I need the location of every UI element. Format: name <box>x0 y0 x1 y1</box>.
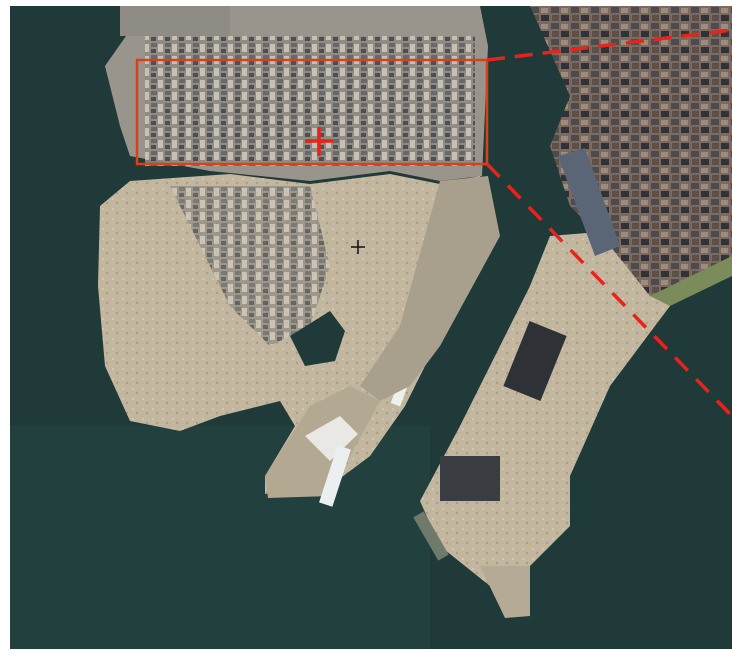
top-left-quay <box>120 6 230 36</box>
east-pier-sheds <box>440 456 500 501</box>
aerial-map[interactable] <box>10 6 732 649</box>
east-coastline <box>650 256 732 306</box>
black-cross-icon[interactable] <box>351 240 365 254</box>
selection-box[interactable] <box>135 58 489 166</box>
terminal-roof <box>305 416 358 461</box>
east-pier-warehouse <box>503 321 567 401</box>
northeast-solar-roof <box>558 148 620 256</box>
inner-basin <box>290 311 345 366</box>
map-viewport[interactable] <box>10 6 732 649</box>
northeast-city <box>530 6 732 296</box>
water-shallow <box>10 426 430 649</box>
route-line-north <box>486 28 732 62</box>
east-pier-tip <box>480 566 530 618</box>
west-peninsula-built <box>170 186 330 346</box>
north-city-buildings <box>145 36 475 166</box>
cruise-ship-1 <box>319 445 351 507</box>
red-cross-icon[interactable] <box>305 127 333 156</box>
central-pier <box>360 176 500 401</box>
ship-3 <box>413 511 449 561</box>
